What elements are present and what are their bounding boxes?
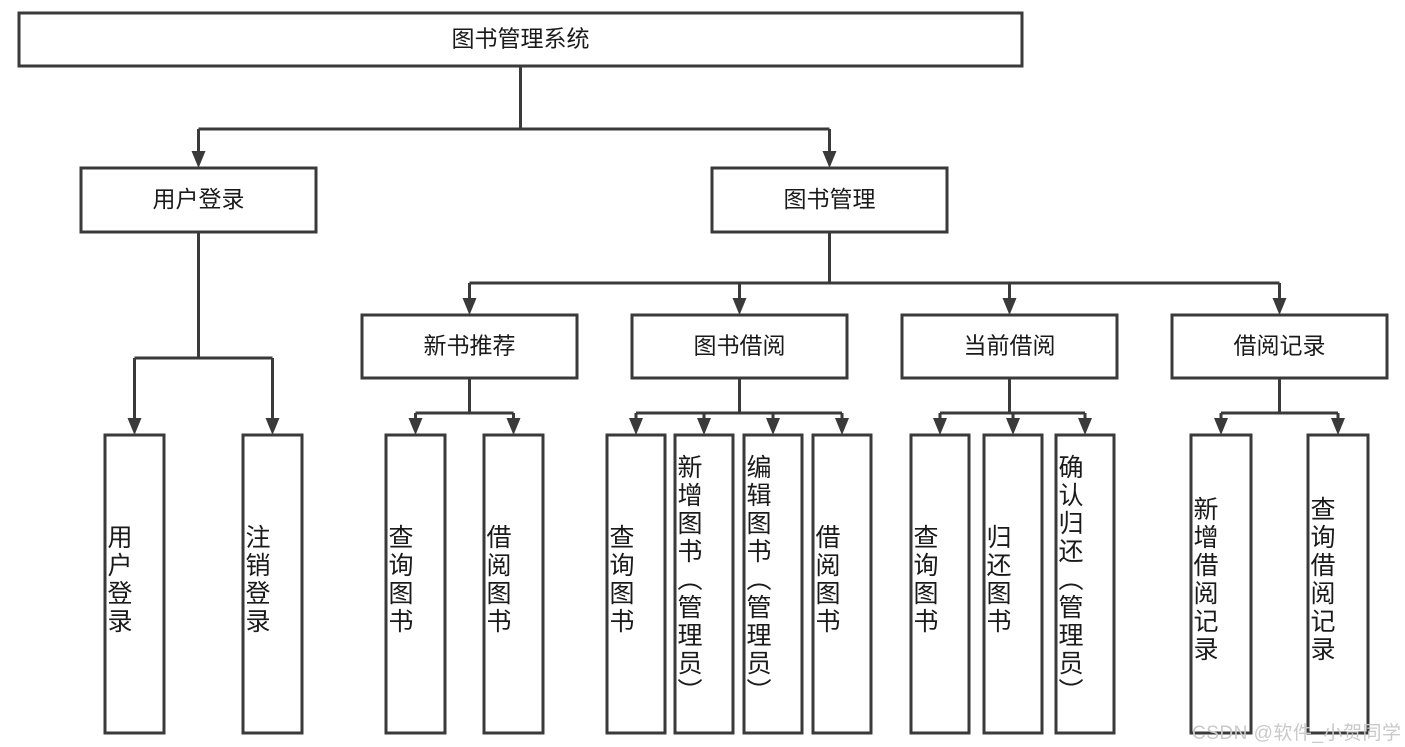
- node-box-root[interactable]: [17, 11, 1024, 68]
- arrow-head-leaf-logout: [265, 418, 280, 435]
- arrow-head-leaf-return-book: [1006, 418, 1020, 435]
- node-box-leaf-query-book-1[interactable]: [384, 433, 447, 735]
- node-label-new-book-rec: 新书推荐: [424, 333, 516, 359]
- arrow-head-book-manage: [822, 151, 837, 168]
- node-box-book-borrow[interactable]: [630, 313, 849, 380]
- arrow-head-leaf-borrow-book-1: [506, 418, 521, 435]
- node-label-user-login: 用户登录: [153, 186, 245, 212]
- arrow-head-leaf-confirm-return: [1078, 418, 1092, 435]
- watermark-text: CSDN @软件_小贺同学: [1192, 723, 1402, 744]
- node-label-borrow-record: 借阅记录: [1234, 333, 1326, 359]
- node-box-new-book-rec[interactable]: [360, 313, 579, 380]
- node-box-leaf-borrow-book-2[interactable]: [811, 433, 873, 735]
- arrow-head-leaf-borrow-book-2: [835, 418, 849, 435]
- arrow-head-leaf-add-record: [1214, 418, 1228, 435]
- node-box-book-manage[interactable]: [710, 166, 949, 234]
- node-box-leaf-edit-book[interactable]: [742, 433, 804, 735]
- node-box-leaf-logout[interactable]: [241, 433, 304, 735]
- arrow-head-leaf-query-book-2: [629, 418, 643, 435]
- node-box-leaf-borrow-book-1[interactable]: [482, 433, 545, 735]
- arrow-head-leaf-edit-book: [766, 418, 780, 435]
- arrow-head-borrow-record: [1272, 298, 1287, 315]
- connector-lines: [127, 66, 1345, 435]
- node-label-book-borrow: 图书借阅: [694, 333, 786, 359]
- node-box-borrow-record[interactable]: [1170, 313, 1389, 380]
- arrow-head-user-login: [191, 151, 206, 168]
- node-box-current-borrow[interactable]: [900, 313, 1119, 380]
- arrow-head-new-book-rec: [462, 298, 477, 315]
- arrow-head-leaf-query-record: [1331, 418, 1345, 435]
- node-box-leaf-confirm-return[interactable]: [1054, 433, 1116, 735]
- node-label-current-borrow: 当前借阅: [964, 333, 1056, 359]
- node-box-leaf-return-book[interactable]: [982, 433, 1044, 735]
- node-box-user-login[interactable]: [79, 166, 318, 234]
- arrow-head-leaf-user-login: [127, 418, 142, 435]
- node-box-leaf-query-record[interactable]: [1306, 433, 1370, 735]
- node-box-leaf-query-book-2[interactable]: [605, 433, 667, 735]
- node-box-leaf-add-record[interactable]: [1189, 433, 1253, 735]
- arrow-head-book-borrow: [732, 298, 747, 315]
- arrow-head-leaf-query-book-3: [933, 418, 947, 435]
- node-box-leaf-user-login[interactable]: [103, 433, 166, 735]
- node-boxes: [17, 11, 1389, 735]
- arrow-head-leaf-add-book: [697, 418, 711, 435]
- node-label-root: 图书管理系统: [452, 26, 590, 52]
- node-box-leaf-add-book[interactable]: [673, 433, 735, 735]
- arrow-head-leaf-query-book-1: [408, 418, 423, 435]
- node-label-book-manage: 图书管理: [784, 186, 876, 212]
- arrow-head-current-borrow: [1002, 298, 1017, 315]
- node-box-leaf-query-book-3[interactable]: [909, 433, 971, 735]
